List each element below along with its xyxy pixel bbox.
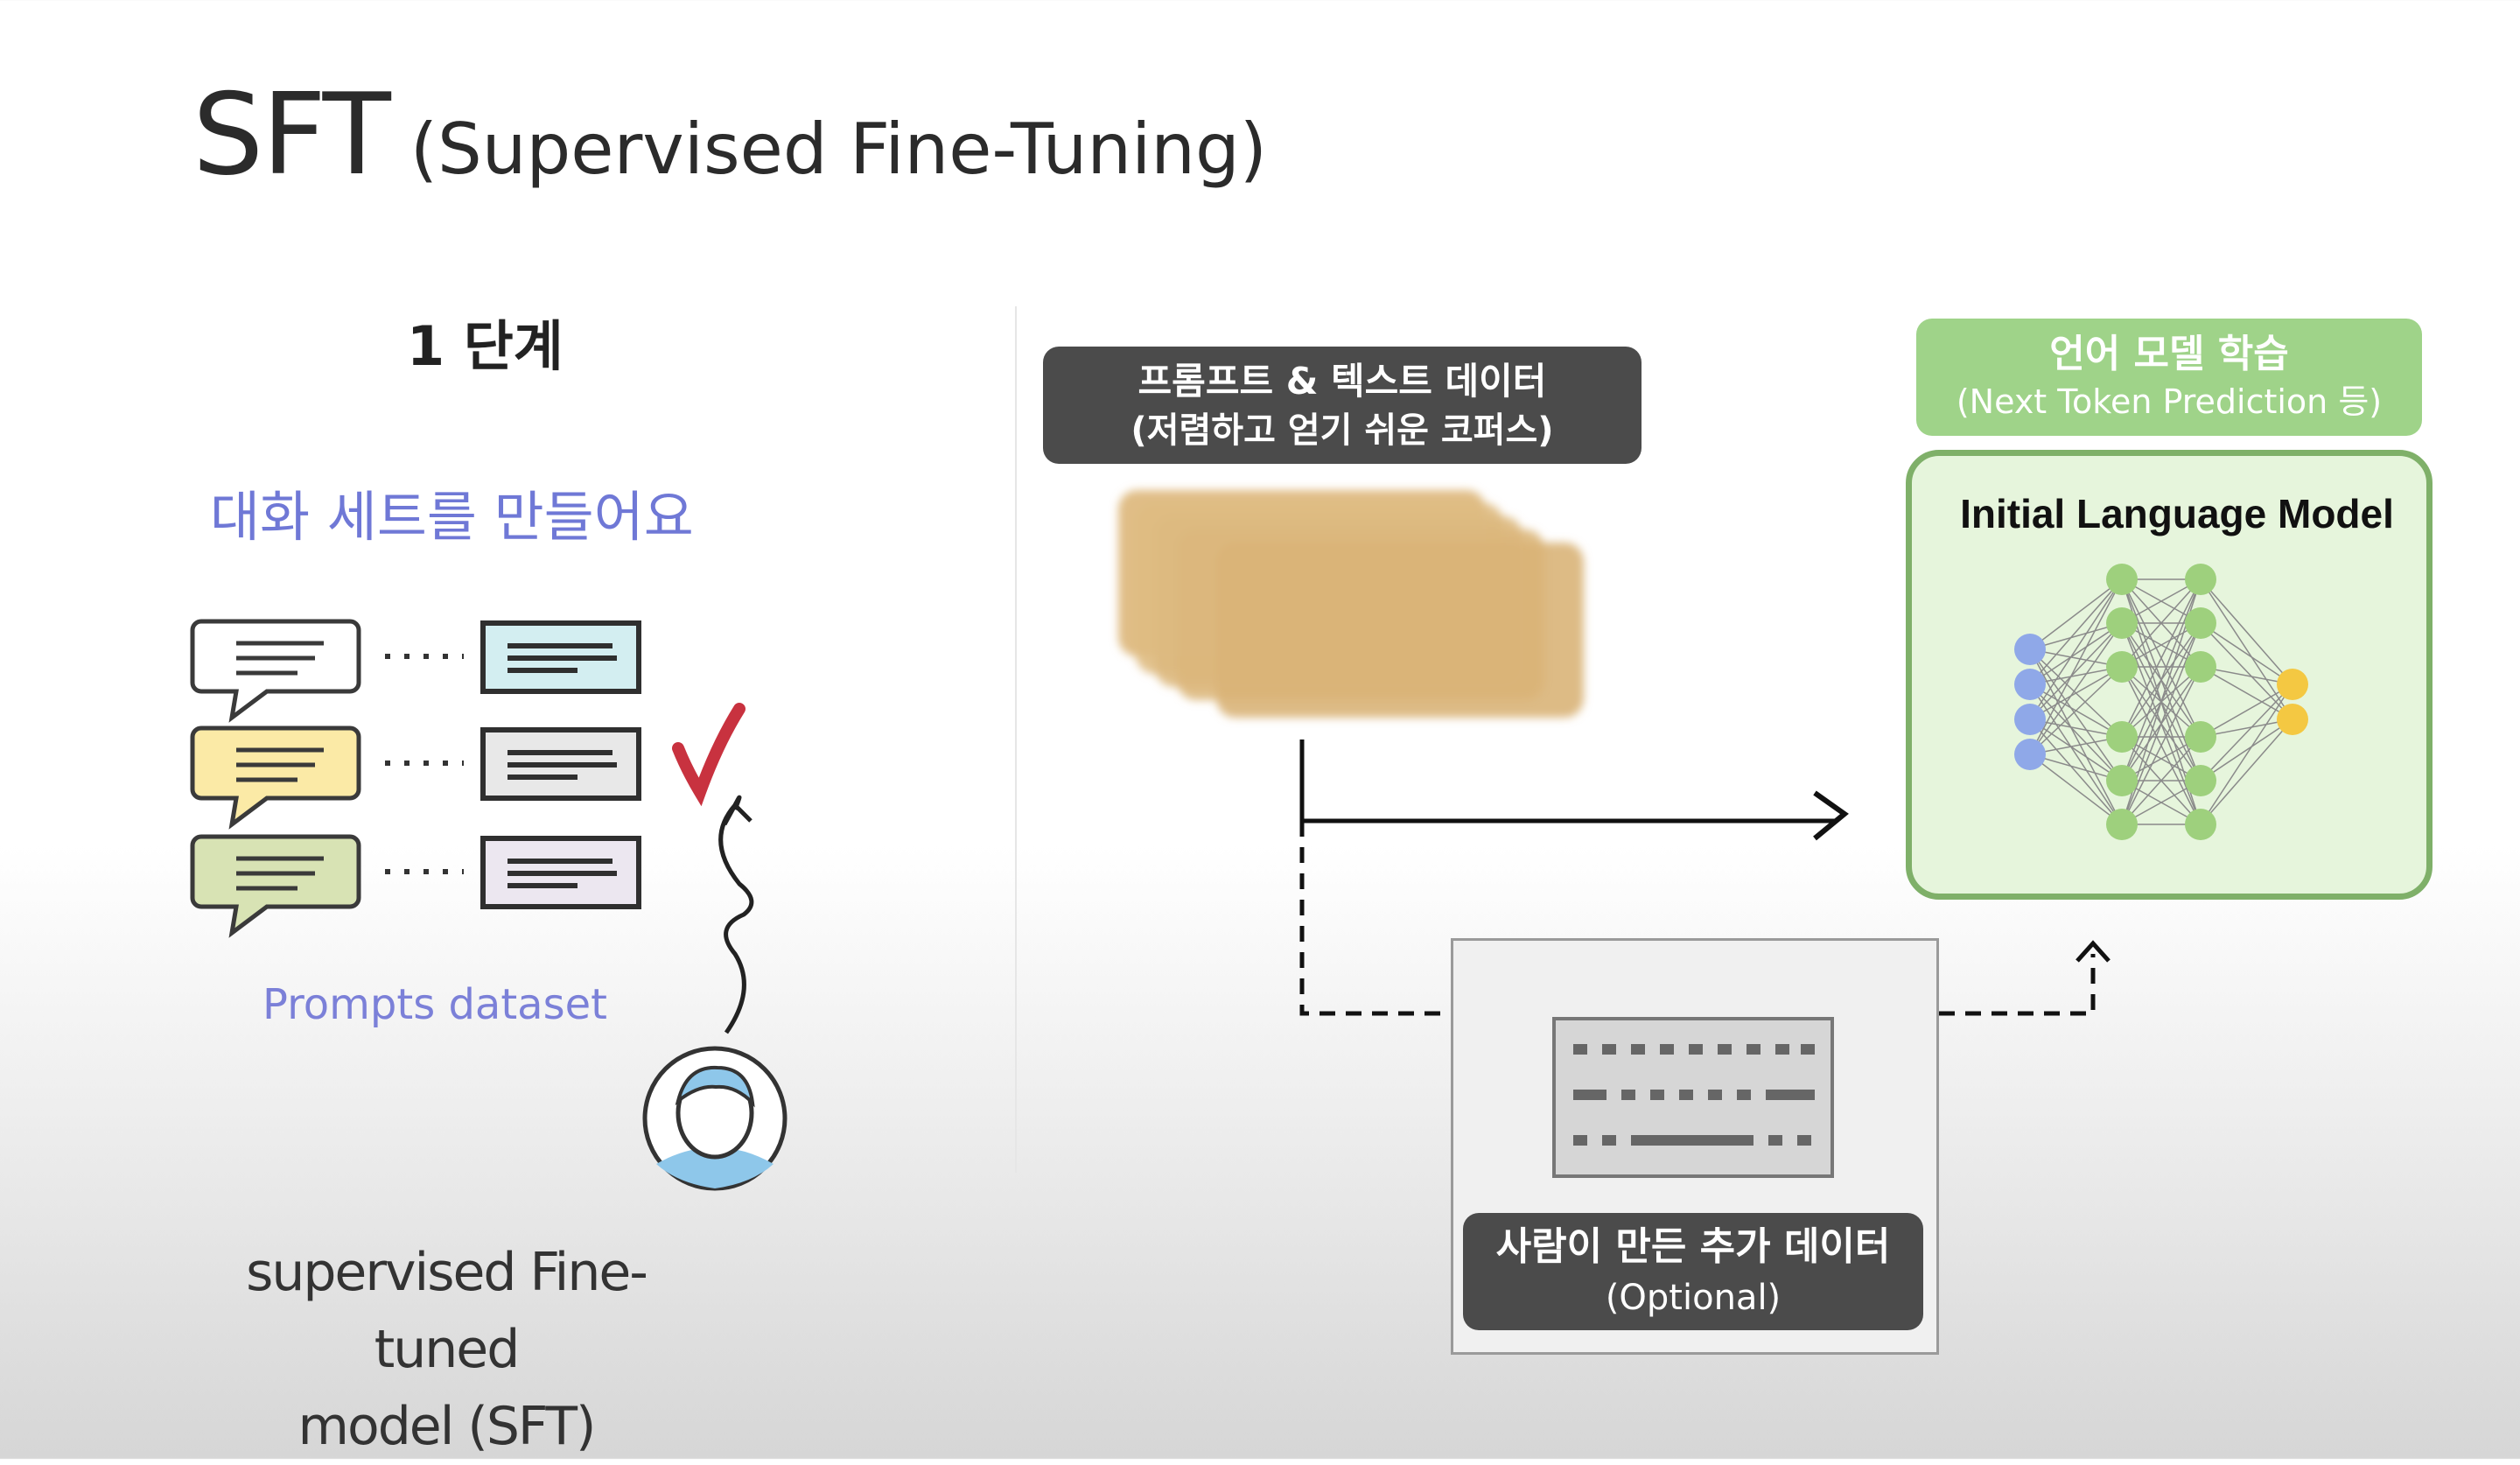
network-node — [2277, 669, 2308, 700]
dashed-arrow-line-up — [1939, 954, 2096, 1016]
network-node — [2185, 809, 2216, 840]
network-node — [2014, 739, 2046, 770]
initial-model-label: Initial Language Model — [1960, 491, 2394, 536]
network-node — [2185, 651, 2216, 683]
neural-network-icon — [2014, 564, 2308, 840]
network-node — [2106, 809, 2138, 840]
title-main: SFT — [192, 70, 391, 200]
speech-bubble-icon — [190, 725, 361, 830]
network-node — [2106, 607, 2138, 639]
prompts-dataset-label: Prompts dataset — [262, 980, 607, 1029]
network-node — [2277, 704, 2308, 735]
lm-training-line-2: (Next Token Prediction 등) — [1956, 382, 2383, 421]
network-node — [2185, 721, 2216, 753]
network-node — [2014, 704, 2046, 735]
dashed-arrow-head — [2076, 940, 2110, 963]
check-mark-icon — [672, 703, 746, 807]
caption-line-2: model (SFT) — [298, 1396, 597, 1457]
section-divider — [1015, 306, 1017, 1173]
person-avatar-icon — [642, 1046, 788, 1191]
curved-arrow-icon — [718, 795, 754, 1034]
speech-bubble-icon — [190, 619, 361, 723]
prompts-illustration — [190, 619, 788, 1191]
text-card-icon — [480, 620, 641, 694]
network-node — [2185, 564, 2216, 595]
text-card-icon — [480, 836, 641, 909]
title-sub: (Supervised Fine-Tuning) — [410, 109, 1267, 190]
network-node — [2106, 721, 2138, 753]
network-node — [2185, 607, 2216, 639]
step-label: 1 단계 — [407, 314, 564, 378]
network-edges — [2029, 578, 2293, 825]
caption-line-1: supervised Fine-tuned — [246, 1242, 648, 1380]
speech-bubble-icon — [190, 834, 361, 938]
text-card-icon — [480, 727, 641, 801]
network-node — [2106, 564, 2138, 595]
lm-training-box: 언어 모델 학습 (Next Token Prediction 등) — [1916, 319, 2422, 436]
dashed-arrow-line — [1299, 821, 1451, 1016]
solid-arrow-head — [1813, 790, 1849, 841]
sft-caption: supervised Fine-tuned model (SFT) — [175, 1234, 718, 1465]
solid-arrow-line — [1299, 740, 1836, 824]
data-box-line-2: (저렴하고 얻기 쉬운 코퍼스) — [1130, 410, 1554, 451]
make-dialogue-text: 대화 세트를 만들어요 — [210, 485, 694, 549]
page-title: SFT(Supervised Fine-Tuning) — [192, 70, 1267, 200]
network-node — [2014, 634, 2046, 665]
data-box-line-1: 프롬프트 & 텍스트 데이터 — [1138, 360, 1547, 403]
network-node — [2106, 651, 2138, 683]
network-node — [2014, 669, 2046, 700]
network-node — [2185, 765, 2216, 796]
document-stack-icon — [1118, 490, 1584, 718]
extra-data-line-2: (Optional) — [1605, 1278, 1782, 1318]
extra-data-box: 사람이 만든 추가 데이터 (Optional) — [1463, 1213, 1923, 1330]
extra-data-line-1: 사람이 만든 추가 데이터 — [1495, 1224, 1891, 1269]
network-node — [2106, 765, 2138, 796]
data-box: 프롬프트 & 텍스트 데이터 (저렴하고 얻기 쉬운 코퍼스) — [1043, 347, 1642, 464]
lm-training-line-1: 언어 모델 학습 — [2049, 332, 2289, 376]
keyboard-icon — [1552, 1017, 1834, 1178]
